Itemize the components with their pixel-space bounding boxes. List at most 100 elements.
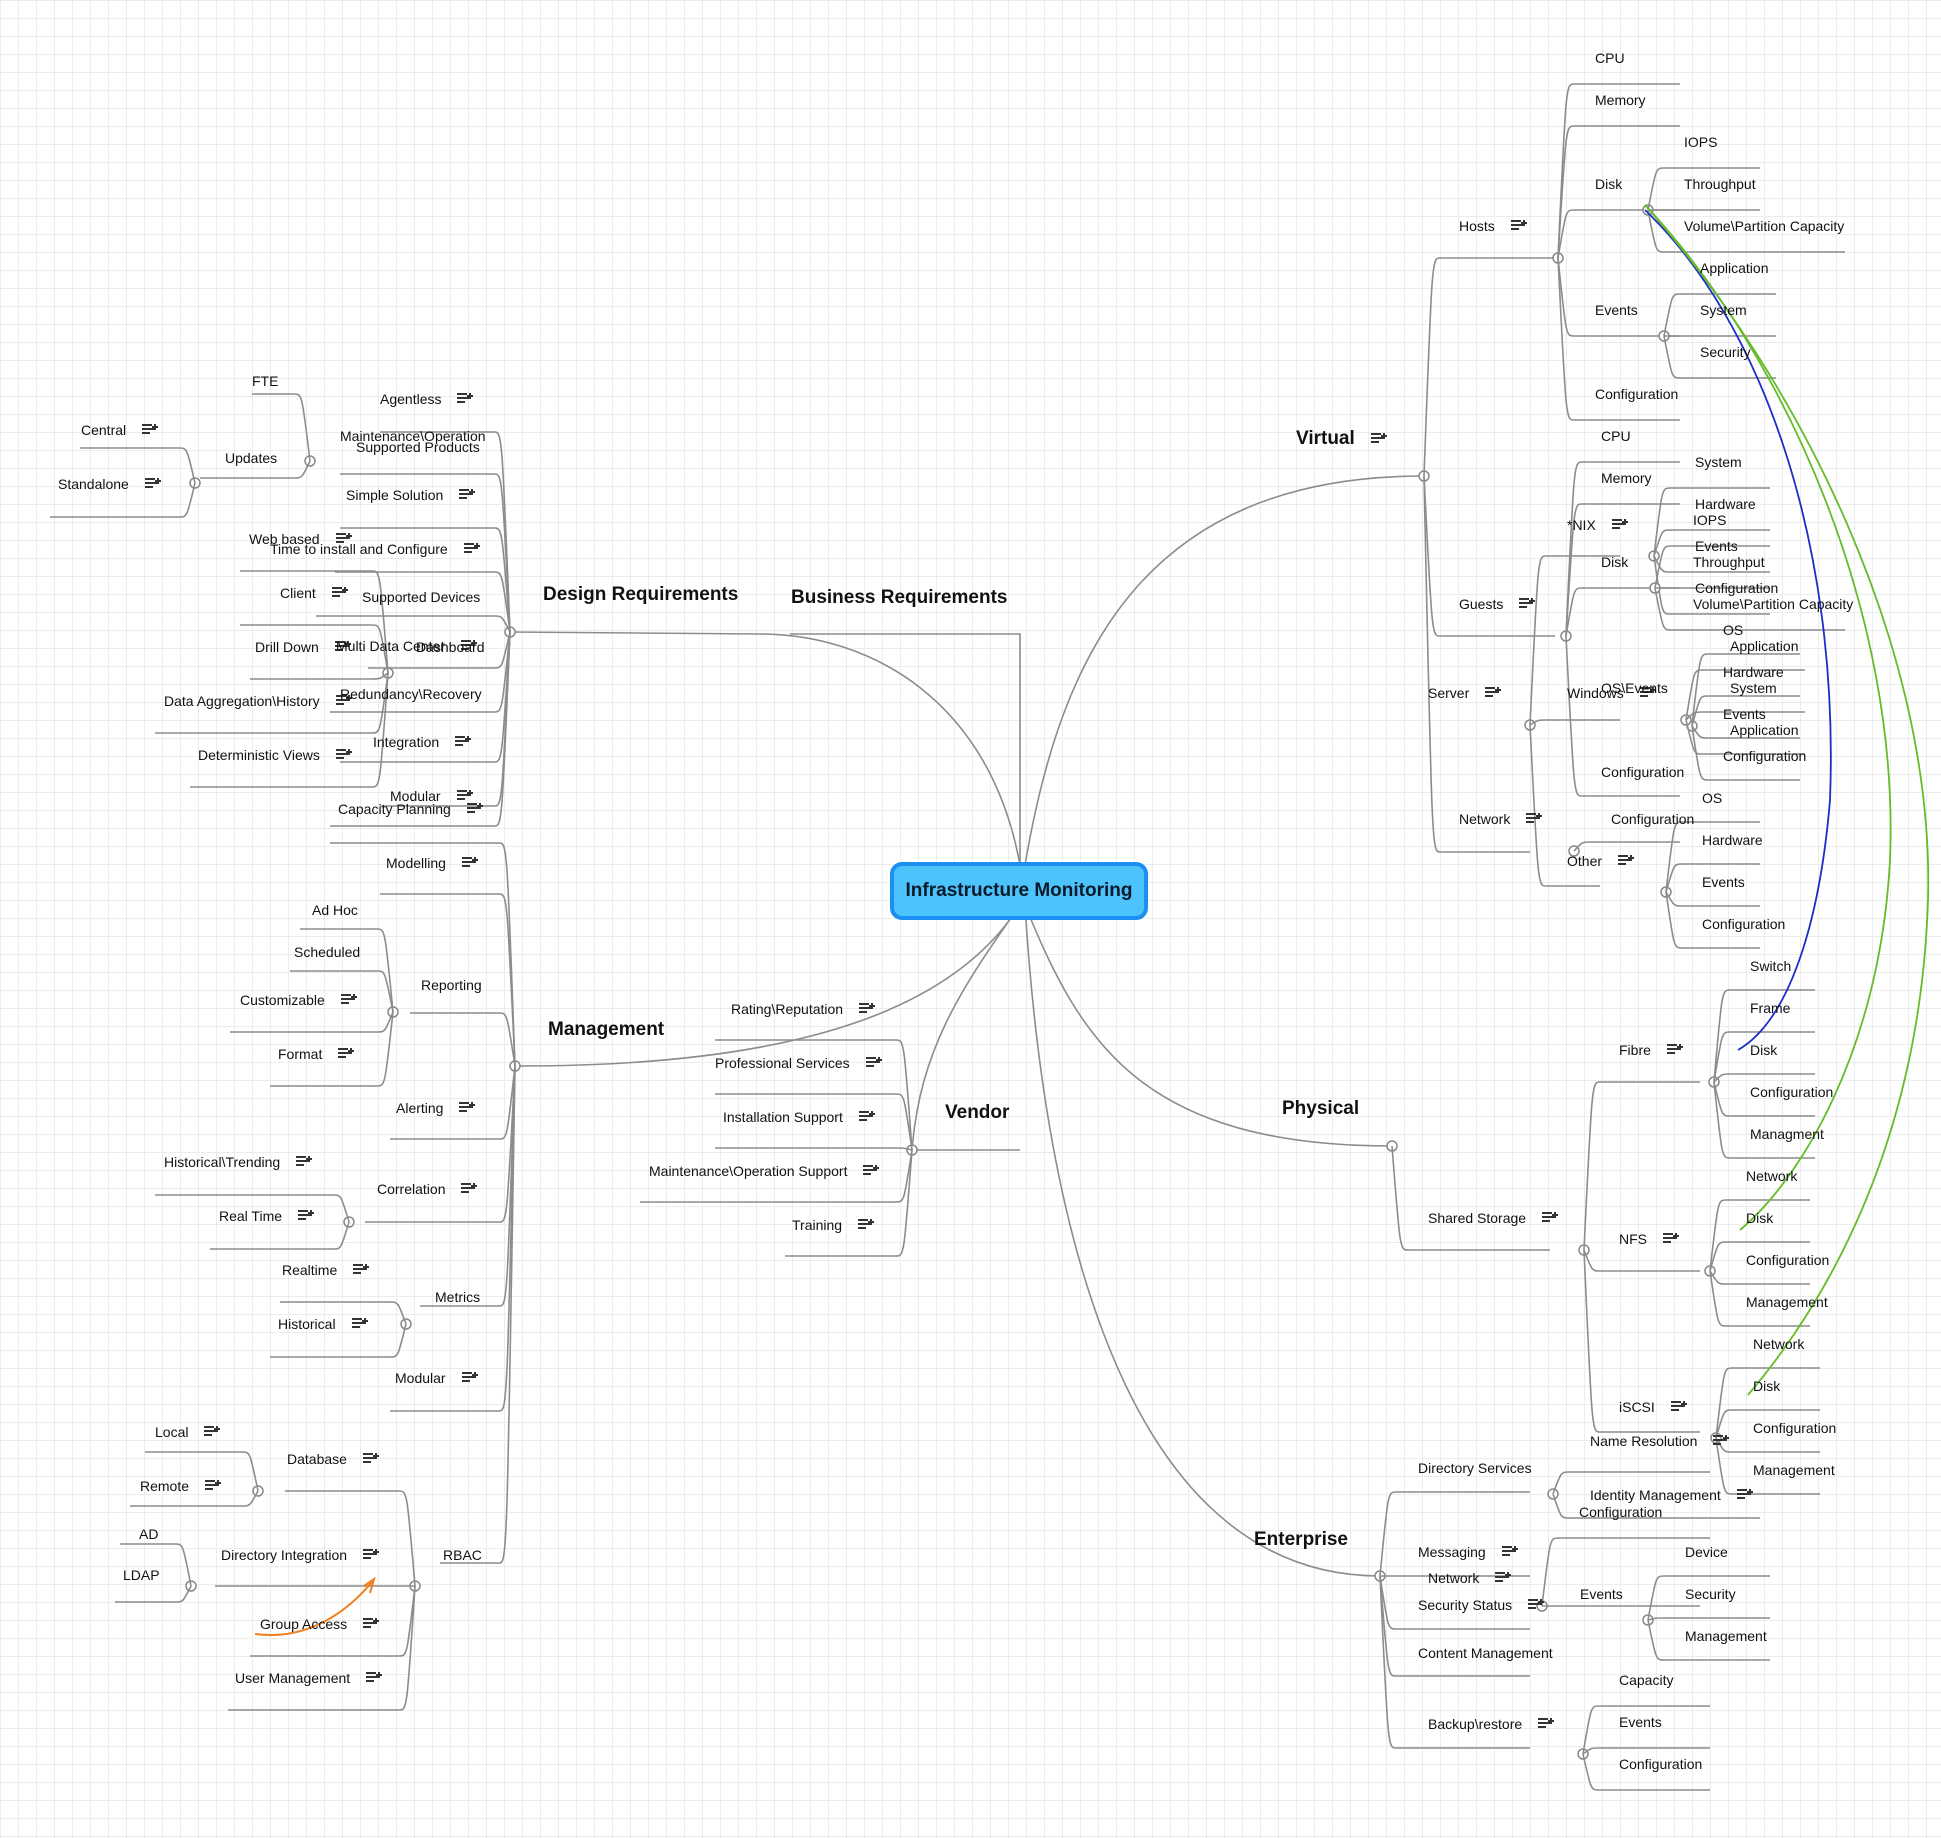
- topic-vi-memory[interactable]: Memory: [1595, 92, 1646, 108]
- topic-m-reporting[interactable]: Reporting: [421, 977, 482, 993]
- topic-vi-server[interactable]: Server: [1428, 685, 1470, 701]
- topic-e-content[interactable]: Content Management: [1418, 1645, 1553, 1661]
- topic-vi-disk[interactable]: Disk: [1595, 176, 1623, 192]
- note-icon[interactable]: [145, 478, 161, 490]
- note-icon[interactable]: [332, 587, 348, 599]
- note-icon[interactable]: [461, 640, 477, 652]
- topic-m-histtrend[interactable]: Historical\Trending: [164, 1154, 281, 1170]
- note-icon[interactable]: [336, 749, 352, 761]
- topic-m-modelling[interactable]: Modelling: [386, 855, 446, 871]
- note-icon[interactable]: [142, 424, 158, 436]
- topic-p-fibre[interactable]: Fibre: [1619, 1042, 1651, 1058]
- topic-v-prof[interactable]: Professional Services: [715, 1055, 850, 1071]
- note-icon[interactable]: [464, 543, 480, 555]
- topic-p-configuration2[interactable]: Configuration: [1746, 1252, 1830, 1268]
- topic-d-updates[interactable]: Updates: [225, 450, 278, 466]
- topic-vi-events3[interactable]: Events: [1723, 706, 1766, 722]
- topic-m-group[interactable]: Group Access: [260, 1616, 348, 1632]
- topic-vi-system2[interactable]: System: [1695, 454, 1742, 470]
- topic-d-maint[interactable]: Maintenance\Operation: [340, 428, 486, 444]
- topic-vi-configuration2[interactable]: Configuration: [1695, 580, 1779, 596]
- topic-v-rating[interactable]: Rating\Reputation: [731, 1001, 844, 1017]
- topic-d-integration[interactable]: Integration: [373, 734, 440, 750]
- topic-vi-application3[interactable]: Application: [1730, 722, 1799, 738]
- topic-e-backup[interactable]: Backup\restore: [1428, 1716, 1523, 1732]
- note-icon[interactable]: [335, 641, 351, 653]
- note-icon[interactable]: [336, 695, 352, 707]
- note-icon[interactable]: [462, 857, 478, 869]
- topic-d-supported-devices[interactable]: Supported Devices: [362, 589, 481, 605]
- note-icon[interactable]: [204, 1426, 220, 1438]
- topic-e-nameres[interactable]: Name Resolution: [1590, 1433, 1698, 1449]
- topic-vi-hardware[interactable]: Hardware: [1695, 496, 1756, 512]
- topic-p-disk3[interactable]: Disk: [1753, 1378, 1781, 1394]
- topic-m-rbac[interactable]: RBAC: [443, 1547, 482, 1563]
- topic-v-install[interactable]: Installation Support: [723, 1109, 843, 1125]
- topic-d-simple[interactable]: Simple Solution: [346, 487, 444, 503]
- topic-d-dataagg[interactable]: Data Aggregation\History: [164, 693, 320, 709]
- note-icon[interactable]: [459, 1102, 475, 1114]
- topic-e-configuration2[interactable]: Configuration: [1619, 1756, 1703, 1772]
- topic-br-vendor[interactable]: Vendor: [945, 1102, 1010, 1123]
- topic-e-events2[interactable]: Events: [1619, 1714, 1662, 1730]
- note-icon[interactable]: [1542, 1212, 1558, 1224]
- note-icon[interactable]: [1671, 1401, 1687, 1413]
- note-icon[interactable]: [205, 1480, 221, 1492]
- topic-vi-memory2[interactable]: Memory: [1601, 470, 1652, 486]
- root-topic[interactable]: Infrastructure Monitoring: [890, 862, 1148, 920]
- topic-vi-system3[interactable]: System: [1730, 680, 1777, 696]
- note-icon[interactable]: [1526, 813, 1542, 825]
- topic-d-supported-products[interactable]: Supported Products: [356, 439, 480, 455]
- note-icon[interactable]: [859, 1003, 875, 1015]
- note-icon[interactable]: [363, 1453, 379, 1465]
- topic-p-management2[interactable]: Management: [1753, 1462, 1835, 1478]
- topic-vi-network[interactable]: Network: [1459, 811, 1511, 827]
- topic-d-standalone[interactable]: Standalone: [58, 476, 129, 492]
- topic-vi-events[interactable]: Events: [1595, 302, 1638, 318]
- note-icon[interactable]: [859, 1111, 875, 1123]
- topic-m-remote[interactable]: Remote: [140, 1478, 190, 1494]
- topic-d-client[interactable]: Client: [280, 585, 316, 601]
- topic-vi-volume2[interactable]: Volume\Partition Capacity: [1693, 596, 1854, 612]
- note-icon[interactable]: [457, 790, 473, 802]
- topic-m-usermgmt[interactable]: User Management: [235, 1670, 351, 1686]
- topic-vi-events4[interactable]: Events: [1702, 874, 1745, 890]
- topic-m-modular[interactable]: Modular: [395, 1370, 446, 1386]
- note-icon[interactable]: [1519, 598, 1535, 610]
- topic-e-config[interactable]: Configuration: [1579, 1504, 1663, 1520]
- topic-p-disk[interactable]: Disk: [1750, 1042, 1778, 1058]
- note-icon[interactable]: [1485, 687, 1501, 699]
- note-icon[interactable]: [341, 994, 357, 1006]
- topic-br-virtual[interactable]: Virtual: [1296, 428, 1355, 449]
- topic-e-identity[interactable]: Identity Management: [1590, 1487, 1721, 1503]
- note-icon[interactable]: [363, 1618, 379, 1630]
- topic-p-nfs[interactable]: NFS: [1619, 1231, 1647, 1247]
- topic-d-redundancy[interactable]: Redundancy\Recovery: [340, 686, 482, 702]
- topic-d-fte[interactable]: FTE: [252, 373, 279, 389]
- topic-br-design[interactable]: Design Requirements: [543, 584, 739, 605]
- topic-e-events[interactable]: Events: [1580, 1586, 1623, 1602]
- topic-vi-configuration6[interactable]: Configuration: [1702, 916, 1786, 932]
- topic-p-disk2[interactable]: Disk: [1746, 1210, 1774, 1226]
- topic-vi-hardware3[interactable]: Hardware: [1702, 832, 1763, 848]
- note-icon[interactable]: [1713, 1435, 1729, 1447]
- note-icon[interactable]: [858, 1219, 874, 1231]
- topic-vi-nix[interactable]: *NIX: [1567, 517, 1596, 533]
- topic-p-managment[interactable]: Managment: [1750, 1126, 1824, 1142]
- topic-d-modular[interactable]: Modular: [390, 788, 441, 804]
- note-icon[interactable]: [366, 1672, 382, 1684]
- topic-d-determ[interactable]: Deterministic Views: [198, 747, 320, 763]
- topic-m-ad[interactable]: AD: [139, 1526, 159, 1542]
- note-icon[interactable]: [1737, 1489, 1753, 1501]
- note-icon[interactable]: [296, 1156, 312, 1168]
- note-icon[interactable]: [352, 1318, 368, 1330]
- topic-vi-events2[interactable]: Events: [1695, 538, 1738, 554]
- topic-m-scheduled[interactable]: Scheduled: [294, 944, 361, 960]
- topic-vi-other[interactable]: Other: [1567, 853, 1603, 869]
- note-icon[interactable]: [1538, 1718, 1554, 1730]
- note-icon[interactable]: [363, 1549, 379, 1561]
- topic-p-configuration3[interactable]: Configuration: [1753, 1420, 1837, 1436]
- topic-m-local[interactable]: Local: [155, 1424, 189, 1440]
- topic-vi-throughput[interactable]: Throughput: [1684, 176, 1756, 192]
- topic-vi-configuration5[interactable]: Configuration: [1611, 811, 1695, 827]
